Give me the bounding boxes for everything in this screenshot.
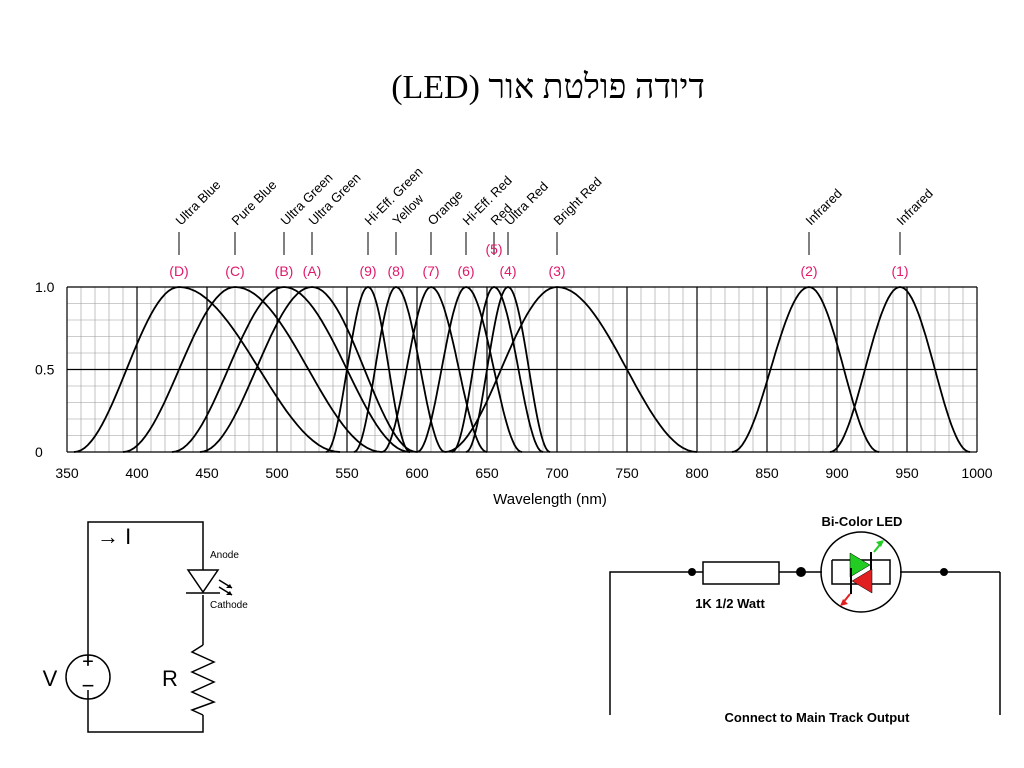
x-tick-label: 650: [475, 465, 499, 481]
chart-category-labels: Ultra Blue(D)Pure Blue(C)Ultra Green(B)U…: [169, 164, 936, 279]
series-code-label: (1): [891, 263, 908, 279]
circuit-wire-bottom: [87, 690, 204, 733]
series-name-label: Bright Red: [551, 174, 605, 228]
x-tick-label: 950: [895, 465, 919, 481]
spectrum-curve: [444, 286, 698, 453]
series-name-label: Pure Blue: [229, 177, 280, 228]
series-name-label: Ultra Blue: [173, 177, 224, 228]
y-tick-label: 0.5: [35, 362, 55, 378]
x-tick-label: 600: [405, 465, 429, 481]
series-code-label: (2): [800, 263, 817, 279]
slide-title: דיודה פולטת אור (LED): [391, 69, 705, 106]
series-name-label: Infrared: [894, 186, 936, 228]
led-circuit-diagram: [65, 521, 233, 733]
resistor-label: R: [162, 666, 178, 691]
series-code-label: (C): [225, 263, 244, 279]
series-code-label: (D): [169, 263, 188, 279]
x-tick-label: 800: [685, 465, 709, 481]
junction-dot-2: [796, 567, 806, 577]
bicolor-resistor-icon: [702, 561, 780, 585]
bicolor-wire-left: [609, 571, 703, 715]
x-tick-label: 900: [825, 465, 849, 481]
x-tick-label: 500: [265, 465, 289, 481]
minus-sign: −: [82, 673, 95, 698]
series-code-label: (5): [485, 241, 502, 257]
x-tick-label: 1000: [961, 465, 992, 481]
spectrum-curve: [325, 286, 411, 453]
y-tick-label: 1.0: [35, 279, 55, 295]
series-code-label: (6): [457, 263, 474, 279]
chart-curves: [73, 286, 971, 453]
series-code-label: (A): [303, 263, 322, 279]
bicolor-led-circuit-diagram: [609, 531, 1001, 715]
led-diode-icon: [186, 569, 220, 594]
x-tick-label: 700: [545, 465, 569, 481]
circuit-wire-top: [87, 521, 204, 665]
chart-major-grid: [66, 286, 978, 453]
spectrum-curve: [731, 286, 880, 453]
spectrum-curve: [353, 286, 446, 453]
light-arrow-2-icon: [226, 591, 232, 595]
light-arrow-1-icon: [226, 584, 232, 588]
x-tick-label: 450: [195, 465, 219, 481]
spectrum-curve: [73, 286, 341, 453]
series-code-label: (7): [422, 263, 439, 279]
spectrum-chart: Ultra Blue(D)Pure Blue(C)Ultra Green(B)U…: [35, 164, 993, 508]
red-ray-arrow-icon: [840, 599, 848, 606]
series-code-label: (4): [499, 263, 516, 279]
anode-label: Anode: [210, 550, 239, 561]
series-name-label: Infrared: [803, 186, 845, 228]
x-tick-label: 750: [615, 465, 639, 481]
spectrum-curve: [416, 286, 523, 453]
series-code-label: (8): [387, 263, 404, 279]
spectrum-curve: [451, 286, 544, 453]
x-axis-label: Wavelength (nm): [493, 491, 607, 508]
resistor-zigzag-icon: [190, 644, 216, 716]
spectrum-curve: [829, 286, 971, 453]
bicolor-resistor-label: 1K 1/2 Watt: [695, 596, 765, 611]
green-ray-arrow-icon: [876, 540, 884, 547]
x-tick-label: 850: [755, 465, 779, 481]
current-label: → I: [97, 524, 131, 549]
spectrum-curve: [199, 286, 418, 453]
voltage-label: V: [43, 666, 58, 691]
series-code-label: (B): [275, 263, 294, 279]
spectrum-curve: [122, 286, 383, 453]
junction-dot-3: [940, 568, 948, 576]
red-led-icon: [851, 568, 873, 594]
plus-sign: +: [82, 651, 94, 673]
x-tick-label: 350: [55, 465, 79, 481]
series-code-label: (3): [548, 263, 565, 279]
cathode-label: Cathode: [210, 600, 248, 611]
bicolor-led-label: Bi-Color LED: [822, 514, 903, 529]
spectrum-curve: [381, 286, 488, 453]
chart-x-ticks: 350 400 450 500 550 600 650 700 750 800 850 900 950 1…: [55, 465, 992, 481]
spectrum-curve: [465, 286, 551, 453]
bicolor-bottom-label: Connect to Main Track Output: [725, 710, 911, 725]
series-name-label: Orange: [425, 187, 466, 228]
chart-y-ticks: 0 0.5 1.0: [35, 279, 55, 460]
voltage-source-icon: [65, 654, 111, 700]
green-led-icon: [849, 552, 871, 578]
junction-dot-1: [688, 568, 696, 576]
bicolor-led-housing-icon: [820, 531, 902, 613]
x-tick-label: 400: [125, 465, 149, 481]
x-tick-label: 550: [335, 465, 359, 481]
series-code-label: (9): [359, 263, 376, 279]
y-tick-label: 0: [35, 444, 43, 460]
